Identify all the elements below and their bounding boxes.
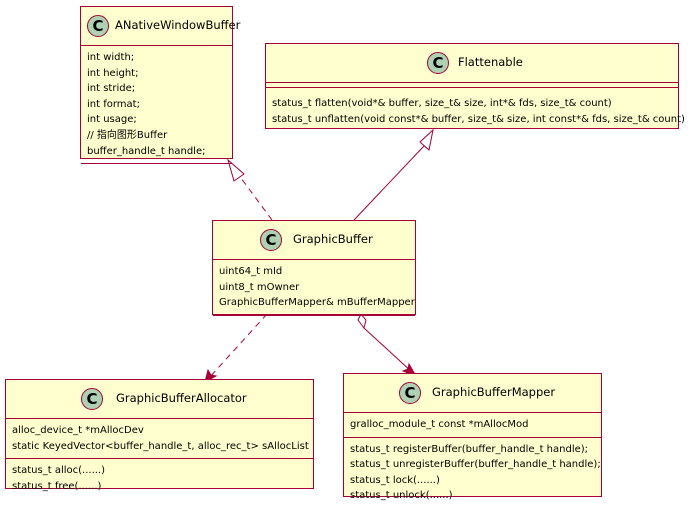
fields-section: int width; int height; int stride; int f… bbox=[81, 46, 232, 165]
inheritance-arrowhead-flat bbox=[419, 128, 434, 151]
method-row: status_t registerBuffer(buffer_handle_t … bbox=[350, 443, 589, 455]
fields-section: alloc_device_t *mAllocDev static KeyedVe… bbox=[6, 419, 313, 460]
aggregation-line-gbm bbox=[363, 327, 414, 374]
methods-section bbox=[213, 316, 415, 320]
class-name: GraphicBufferMapper bbox=[432, 385, 556, 399]
class-graphicbufferallocator: C GraphicBufferAllocator alloc_device_t … bbox=[5, 379, 314, 492]
field-row: int height; bbox=[87, 67, 139, 79]
class-name: Flattenable bbox=[458, 55, 523, 69]
class-name: GraphicBuffer bbox=[293, 232, 373, 246]
methods-section bbox=[81, 164, 232, 168]
class-graphicbuffer: C GraphicBuffer uint64_t mId uint8_t mOw… bbox=[212, 220, 416, 316]
method-row: status_t alloc(......) bbox=[12, 465, 106, 477]
field-row: uint8_t mOwner bbox=[219, 281, 300, 293]
inheritance-line-flat bbox=[353, 145, 425, 221]
field-row: uint64_t mId bbox=[219, 266, 283, 277]
fields-section: gralloc_module_t const *mAllocMod bbox=[344, 413, 601, 438]
method-row: status_t flatten(void*& buffer, size_t& … bbox=[272, 98, 612, 109]
class-badge-icon: C bbox=[399, 382, 421, 404]
field-row: int width; bbox=[87, 52, 135, 63]
field-row: alloc_device_t *mAllocDev bbox=[12, 425, 144, 436]
realization-arrowhead-anwb bbox=[227, 158, 245, 182]
class-badge-icon: C bbox=[427, 52, 449, 74]
field-row: static KeyedVector<buffer_handle_t, allo… bbox=[12, 440, 309, 452]
class-name: ANativeWindowBuffer bbox=[115, 18, 241, 32]
class-header: C ANativeWindowBuffer bbox=[81, 7, 240, 46]
class-header: C GraphicBuffer bbox=[213, 221, 415, 260]
method-row: status_t unregisterBuffer(buffer_handle_… bbox=[350, 459, 601, 471]
class-flattenable: C Flattenable status_t flatten(void*& bu… bbox=[265, 43, 685, 131]
realization-line-anwb bbox=[237, 173, 273, 221]
methods-section: status_t registerBuffer(buffer_handle_t … bbox=[344, 438, 601, 508]
field-row: buffer_handle_t handle; bbox=[87, 145, 206, 157]
field-row: GraphicBufferMapper& mBufferMapper bbox=[219, 297, 415, 309]
methods-section: status_t flatten(void*& buffer, size_t& … bbox=[266, 88, 685, 131]
class-header: C Flattenable bbox=[266, 44, 678, 83]
method-row: status_t unflatten(void const*& buffer, … bbox=[272, 113, 685, 125]
class-badge-icon: C bbox=[87, 15, 109, 37]
class-name: GraphicBufferAllocator bbox=[116, 391, 247, 405]
class-header: C GraphicBufferAllocator bbox=[6, 380, 313, 419]
class-badge-icon: C bbox=[81, 388, 103, 410]
methods-section: status_t alloc(......) status_t free(...… bbox=[6, 459, 313, 498]
field-row: int format; bbox=[87, 98, 140, 110]
class-badge-icon: C bbox=[260, 229, 282, 251]
method-row: status_t free(......) bbox=[12, 480, 102, 492]
aggregation-diamond bbox=[357, 313, 367, 330]
class-anativewindowbuffer: C ANativeWindowBuffer int width; int hei… bbox=[80, 6, 240, 165]
method-row: status_t unlock(......) bbox=[350, 490, 453, 502]
field-row: int usage; bbox=[87, 114, 137, 126]
field-row: int stride; bbox=[87, 83, 136, 95]
class-graphicbuffermapper: C GraphicBufferMapper gralloc_module_t c… bbox=[343, 373, 602, 501]
class-header: C GraphicBufferMapper bbox=[344, 374, 601, 413]
method-row: status_t lock(......) bbox=[350, 474, 440, 486]
fields-section: uint64_t mId uint8_t mOwner GraphicBuffe… bbox=[213, 260, 415, 316]
fields-section bbox=[266, 83, 678, 88]
field-row: // 指向图形Buffer bbox=[87, 129, 168, 141]
field-row: gralloc_module_t const *mAllocMod bbox=[350, 419, 529, 430]
dependency-line-gba bbox=[208, 313, 268, 379]
